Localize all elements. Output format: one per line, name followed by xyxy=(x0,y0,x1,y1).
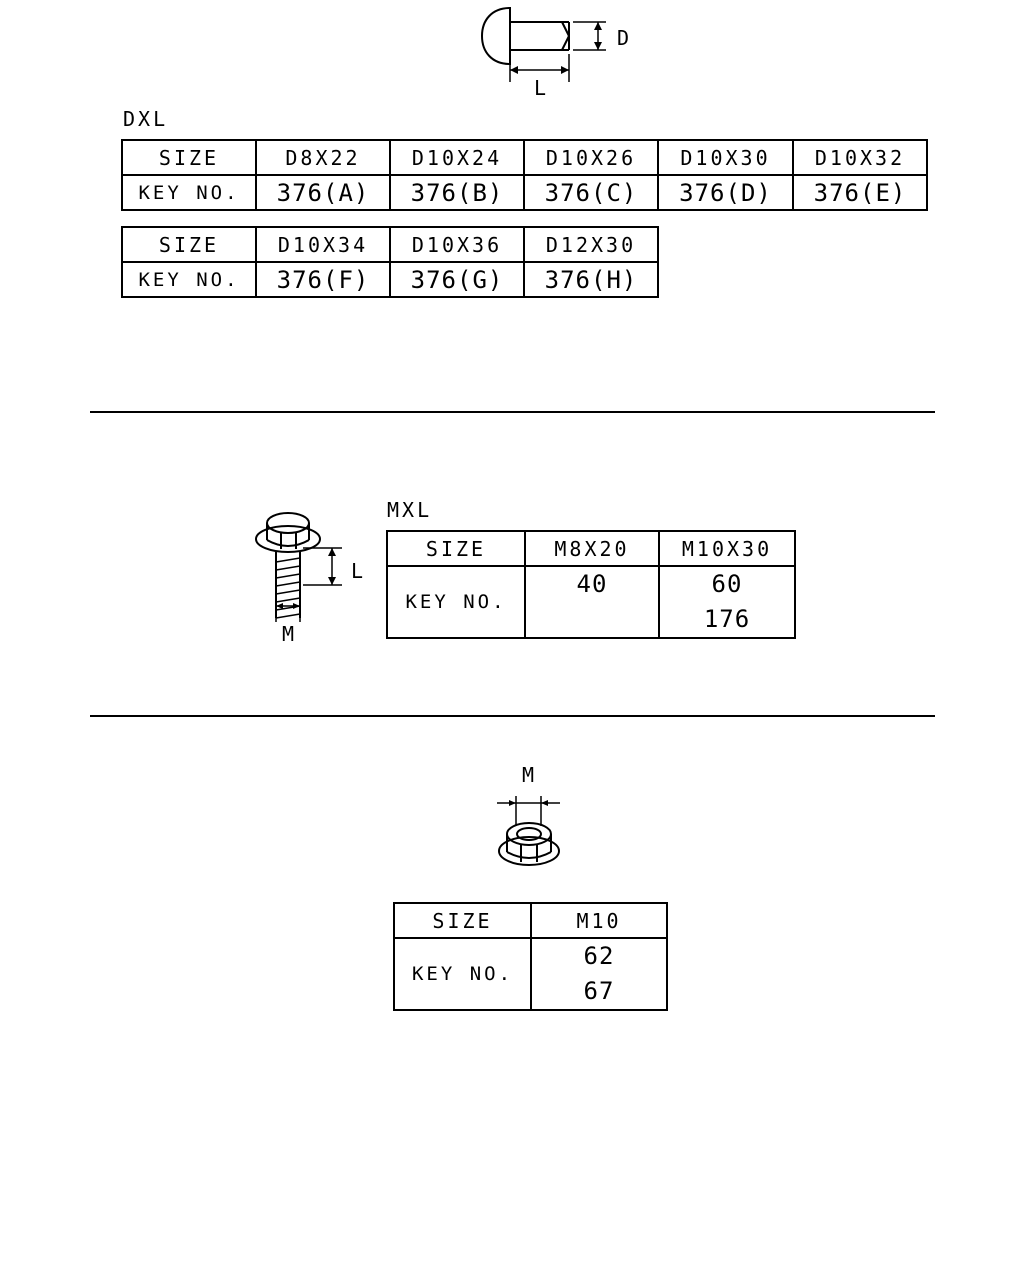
row-label-size: SIZE xyxy=(121,139,257,176)
table-row: KEY NO. 376(A) 376(B) 376(C) 376(D) 376(… xyxy=(121,174,928,211)
flange-nut-diagram xyxy=(497,796,560,866)
bolt-dim-l-label: L xyxy=(351,559,367,583)
key-value: 176 xyxy=(703,605,751,633)
rivet-size-table-2: SIZE D10X34 D10X36 D12X30 KEY NO. 376(F)… xyxy=(121,226,659,298)
nut-dim-m-label: M xyxy=(522,763,538,787)
key-cell: 376(C) xyxy=(523,174,659,211)
bolt-caption: MXL xyxy=(387,498,433,522)
size-cell: M10X30 xyxy=(658,530,796,567)
row-label-size: SIZE xyxy=(393,902,532,939)
key-cell: 376(B) xyxy=(389,174,525,211)
key-value: 67 xyxy=(583,977,615,1005)
size-cell: D10X24 xyxy=(389,139,525,176)
row-label-key-no: KEY NO. xyxy=(393,937,532,1011)
size-cell: D8X22 xyxy=(255,139,391,176)
section-divider xyxy=(90,715,935,717)
size-cell: D10X34 xyxy=(255,226,391,263)
size-cell: D10X30 xyxy=(657,139,794,176)
size-cell: D10X32 xyxy=(792,139,928,176)
row-label-size: SIZE xyxy=(121,226,257,263)
table-row: KEY NO. 62 67 xyxy=(393,937,668,1011)
key-cell: 376(A) xyxy=(255,174,391,211)
bolt-size-table: SIZE M8X20 M10X30 KEY NO. 40 60 176 xyxy=(386,530,796,639)
row-label-key-no: KEY NO. xyxy=(121,174,257,211)
size-cell: D10X26 xyxy=(523,139,659,176)
table-row: KEY NO. 40 60 176 xyxy=(386,565,796,639)
rivet-diagram xyxy=(480,6,606,82)
flange-bolt-diagram xyxy=(255,512,342,622)
key-cell: 376(E) xyxy=(792,174,928,211)
row-label-size: SIZE xyxy=(386,530,526,567)
row-label-key-no: KEY NO. xyxy=(386,565,526,639)
key-cell: 376(G) xyxy=(389,261,525,298)
key-cell: 40 xyxy=(524,565,660,639)
rivet-caption: DXL xyxy=(123,107,169,131)
rivet-dim-d-label: D xyxy=(617,26,633,50)
key-value: 62 xyxy=(583,942,615,970)
rivet-size-table-1: SIZE D8X22 D10X24 D10X26 D10X30 D10X32 K… xyxy=(121,139,928,211)
key-value: 60 xyxy=(711,570,743,598)
row-label-key-no: KEY NO. xyxy=(121,261,257,298)
size-cell: M8X20 xyxy=(524,530,660,567)
size-cell: M10 xyxy=(530,902,668,939)
bolt-dim-m-label: M xyxy=(282,622,298,646)
key-cell: 376(D) xyxy=(657,174,794,211)
table-row: SIZE D10X34 D10X36 D12X30 xyxy=(121,226,659,263)
table-row: SIZE D8X22 D10X24 D10X26 D10X30 D10X32 xyxy=(121,139,928,176)
key-cell: 60 176 xyxy=(658,565,796,639)
nut-size-table: SIZE M10 KEY NO. 62 67 xyxy=(393,902,668,1011)
key-cell: 376(F) xyxy=(255,261,391,298)
table-row: SIZE M8X20 M10X30 xyxy=(386,530,796,567)
key-value: 40 xyxy=(576,570,608,598)
size-cell: D10X36 xyxy=(389,226,525,263)
size-cell: D12X30 xyxy=(523,226,659,263)
table-row: SIZE M10 xyxy=(393,902,668,939)
table-row: KEY NO. 376(F) 376(G) 376(H) xyxy=(121,261,659,298)
rivet-dim-l-label: L xyxy=(534,76,550,100)
key-cell: 376(H) xyxy=(523,261,659,298)
section-divider xyxy=(90,411,935,413)
key-cell: 62 67 xyxy=(530,937,668,1011)
